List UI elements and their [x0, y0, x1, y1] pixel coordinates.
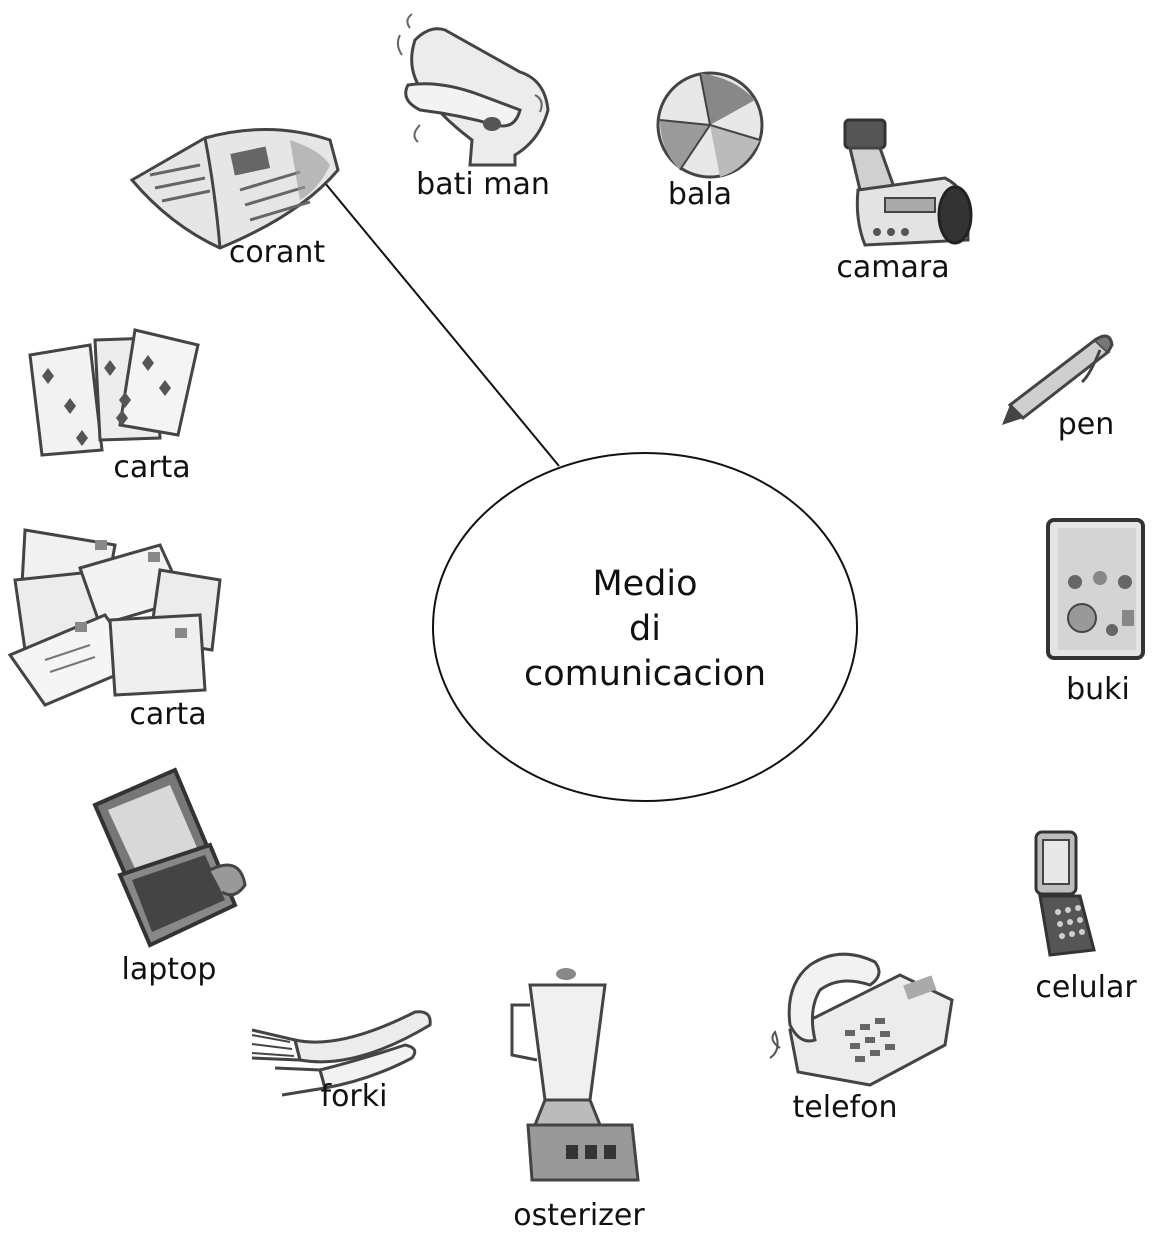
- center-line-2: di: [629, 609, 661, 649]
- envelopes-icon: [7, 528, 222, 707]
- ball-icon: [656, 71, 764, 179]
- label-pen: pen: [1057, 407, 1115, 442]
- label-celular: celular: [1035, 970, 1137, 1005]
- label-corant: corant: [228, 235, 326, 270]
- pen-icon: [1002, 334, 1114, 425]
- laptop-icon: [92, 767, 247, 948]
- label-buki: buki: [1066, 672, 1130, 707]
- forks-icon: [251, 1010, 432, 1097]
- center-label: Medio di comunicacion: [524, 562, 766, 697]
- label-forki: forki: [320, 1079, 388, 1114]
- connector-line: [324, 182, 560, 467]
- clapping-hands-icon: [396, 13, 550, 167]
- video-camera-icon: [843, 118, 973, 247]
- center-ellipse: [432, 452, 858, 802]
- blender-icon: [510, 968, 640, 1182]
- playing-cards-icon: [28, 328, 200, 457]
- label-carta-envelopes: carta: [129, 697, 207, 732]
- label-laptop: laptop: [121, 952, 217, 987]
- label-carta-cards: carta: [113, 450, 191, 485]
- telephone-icon: [769, 952, 954, 1087]
- label-bati-man: bati man: [416, 167, 550, 202]
- label-telefon: telefon: [792, 1090, 898, 1125]
- label-osterizer: osterizer: [513, 1198, 645, 1233]
- label-bala: bala: [667, 177, 733, 212]
- label-camara: camara: [836, 250, 950, 285]
- mobile-phone-icon: [1034, 830, 1096, 957]
- book-icon: [1046, 518, 1145, 660]
- center-line-1: Medio: [592, 564, 698, 604]
- center-line-3: comunicacion: [523, 654, 767, 694]
- newspaper-icon: [129, 128, 340, 250]
